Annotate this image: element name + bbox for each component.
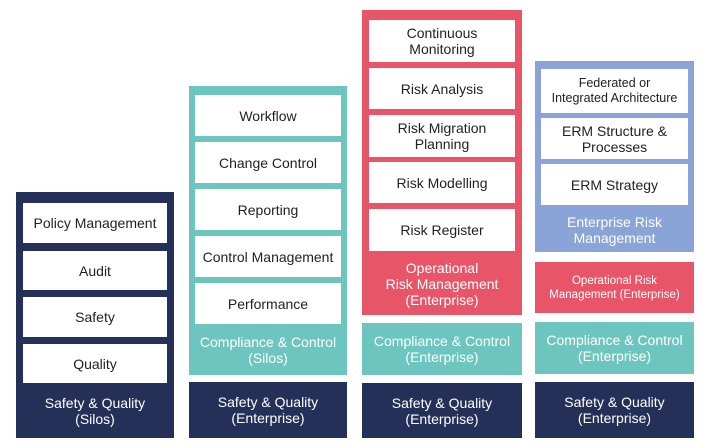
label-operational-risk-management: Operational Risk Management (Enterprise) [385,259,499,308]
item-risk-modelling: Risk Modelling [369,162,515,203]
base-safety-quality-enterprise-2: Safety & Quality (Enterprise) [189,382,347,438]
item-performance: Performance [195,283,341,324]
column-compliance-control-silos: Workflow Change Control Reporting Contro… [189,86,347,375]
item-continuous-monitoring: Continuous Monitoring [369,20,515,62]
item-risk-migration-planning: Risk Migration Planning [369,115,515,157]
operational-risk-management-enterprise-4: Operational Risk Management (Enterprise) [535,262,694,313]
item-safety: Safety [23,297,167,337]
column-enterprise-risk-management: Federated or Integrated Architecture ERM… [535,61,694,252]
base-safety-quality-enterprise-3: Safety & Quality (Enterprise) [362,383,522,438]
item-quality: Quality [23,344,167,383]
column-safety-quality-silos: Policy Management Audit Safety Quality S… [16,192,174,438]
column-operational-risk-management: Continuous Monitoring Risk Analysis Risk… [362,10,522,315]
compliance-control-enterprise-4: Compliance & Control (Enterprise) [535,322,694,374]
item-change-control: Change Control [195,142,341,183]
label-enterprise-risk-management: Enterprise Risk Management [567,213,662,246]
item-workflow: Workflow [195,95,341,136]
item-reporting: Reporting [195,189,341,230]
item-erm-structure-processes: ERM Structure & Processes [541,118,688,159]
label-compliance-control-silos: Compliance & Control (Silos) [199,333,337,366]
base-safety-quality-enterprise-4: Safety & Quality (Enterprise) [535,382,694,438]
item-risk-register: Risk Register [369,209,515,251]
item-risk-analysis: Risk Analysis [369,68,515,109]
item-audit: Audit [23,251,167,290]
item-policy-management: Policy Management [23,203,167,243]
item-control-management: Control Management [195,236,341,277]
item-federated-architecture: Federated or Integrated Architecture [541,69,688,113]
compliance-control-enterprise-3: Compliance & Control (Enterprise) [362,323,522,375]
label-safety-quality-silos: Safety & Quality (Silos) [44,395,146,427]
item-erm-strategy: ERM Strategy [541,164,688,205]
